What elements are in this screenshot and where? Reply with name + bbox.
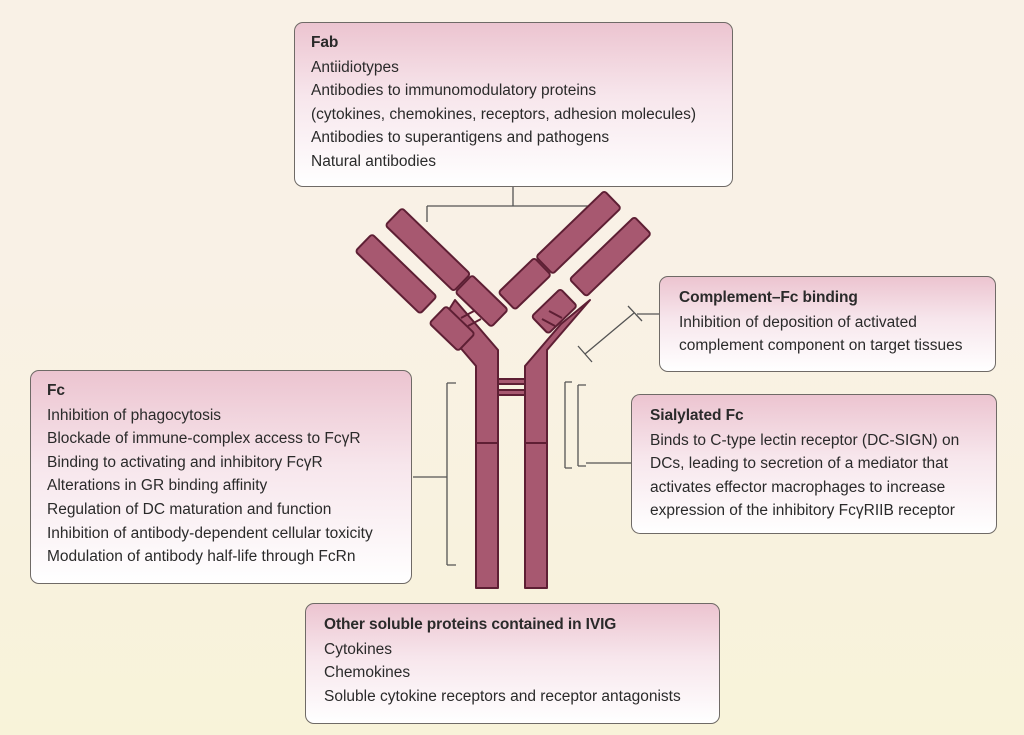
fc-title: Fc [47, 382, 65, 399]
hinge-top [497, 378, 526, 385]
fab-right-link [541, 310, 563, 327]
fab-right-heavy-lower [498, 257, 551, 310]
sialylated-bracket [564, 381, 631, 469]
heavy-chain-right [524, 299, 591, 589]
fab-title: Fab [311, 34, 339, 51]
bracket-connectors [413, 187, 659, 566]
sialylated-item: expression of the inhibitory FcγRIIB rec… [650, 502, 955, 520]
fab-left-heavy-lower [455, 275, 508, 327]
fc-box: Fc Inhibition of phagocytosis Blockade o… [30, 370, 412, 584]
fc-item: Modulation of antibody half-life through… [47, 548, 356, 566]
fab-left-light-lower [429, 306, 475, 351]
antibody-shape [355, 190, 651, 589]
fab-left-link [460, 310, 482, 327]
fc-item: Regulation of DC maturation and function [47, 500, 332, 518]
sialylated-item: DCs, leading to secretion of a mediator … [650, 455, 949, 473]
fab-item: Antibodies to superantigens and pathogen… [311, 129, 610, 147]
fab-right-light-upper [569, 216, 651, 297]
fab-item: (cytokines, chemokines, receptors, adhes… [311, 105, 697, 123]
fc-item: Binding to activating and inhibitory Fcγ… [47, 453, 323, 471]
soluble-proteins-box: Other soluble proteins contained in IVIG… [305, 603, 720, 724]
soluble-title: Other soluble proteins contained in IVIG [324, 616, 617, 633]
complement-box: Complement–Fc binding Inhibition of depo… [659, 276, 996, 372]
sialylated-title: Sialylated Fc [650, 407, 744, 424]
soluble-item: Soluble cytokine receptors and receptor … [324, 687, 681, 705]
fc-item: Inhibition of antibody-dependent cellula… [47, 524, 373, 542]
complement-bracket [577, 305, 659, 363]
fc-item: Inhibition of phagocytosis [47, 406, 222, 424]
fc-item: Alterations in GR binding affinity [47, 477, 268, 495]
fab-right-heavy-upper [536, 190, 621, 274]
fab-box: Fab Antiidiotypes Antibodies to immunomo… [294, 22, 733, 187]
sialylated-item: Binds to C-type lectin receptor (DC-SIGN… [650, 431, 960, 449]
complement-item: complement component on target tissues [679, 337, 963, 355]
fc-bracket [413, 382, 456, 566]
fab-item: Natural antibodies [311, 152, 436, 170]
complement-title: Complement–Fc binding [679, 289, 858, 306]
fc-item: Blockade of immune-complex access to Fcγ… [47, 430, 361, 448]
fab-left-light-upper [355, 234, 437, 314]
fab-item: Antiidiotypes [311, 58, 399, 76]
hinge-bottom [497, 389, 526, 396]
fab-item: Antibodies to immunomodulatory proteins [311, 82, 597, 100]
fab-right-light-lower [531, 288, 577, 334]
complement-item: Inhibition of deposition of activated [679, 313, 917, 331]
fab-bracket [426, 187, 600, 222]
fab-left-heavy-upper [385, 208, 471, 292]
soluble-item: Cytokines [324, 640, 393, 658]
sialylated-fc-box: Sialylated Fc Binds to C-type lectin rec… [631, 394, 997, 534]
sialylated-item: activates effector macrophages to increa… [650, 478, 946, 496]
soluble-item: Chemokines [324, 664, 411, 682]
